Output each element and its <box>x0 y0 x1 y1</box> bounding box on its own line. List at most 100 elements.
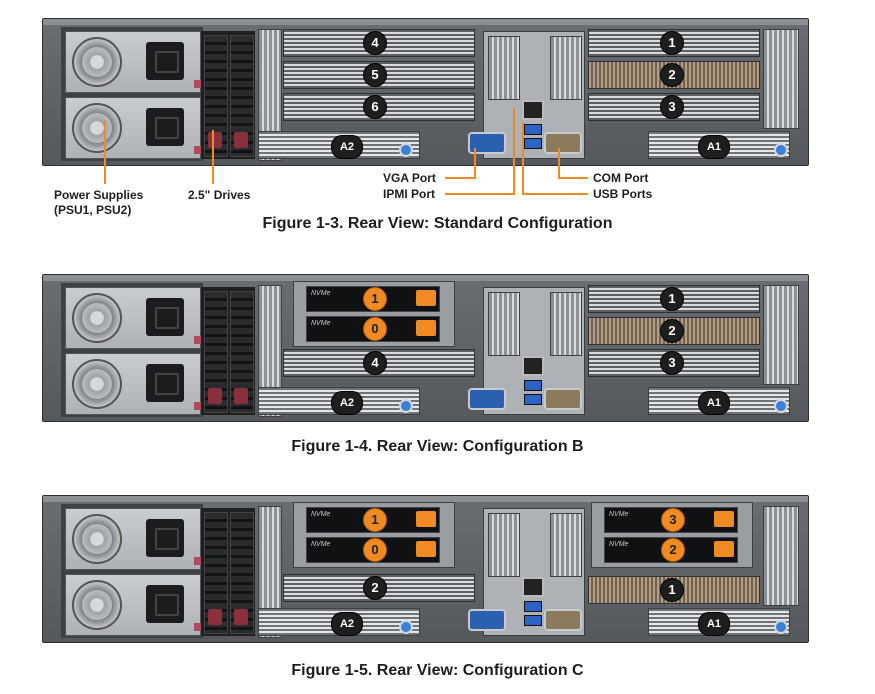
slot-badge: 2 <box>660 319 684 343</box>
nvme-badge: 0 <box>363 317 387 341</box>
slot-badge: 4 <box>363 31 387 55</box>
nvme-badge: 2 <box>661 538 685 562</box>
psu-bay <box>61 283 206 417</box>
slot-badge: 1 <box>660 578 684 602</box>
psu-1 <box>65 31 206 93</box>
figure-caption: Figure 1-5. Rear View: Configuration C <box>291 662 584 679</box>
drive-bay <box>230 512 254 634</box>
ipmi-port <box>522 577 544 597</box>
fan-icon <box>72 293 122 343</box>
psu-1 <box>65 287 206 349</box>
callout-drives: 2.5" Drives <box>188 188 251 202</box>
thumb-screw-icon <box>774 399 788 413</box>
callout-vga-port: VGA Port <box>383 171 436 185</box>
slot-badge: 2 <box>660 63 684 87</box>
com-port <box>544 388 582 410</box>
vent-grill <box>258 285 282 417</box>
thumb-screw-icon <box>399 143 413 157</box>
vga-port <box>468 132 506 154</box>
vent-grill <box>763 29 799 129</box>
nvme-cage-left: NVMe NVMe 1 0 <box>293 502 455 568</box>
slot-badge: 1 <box>660 287 684 311</box>
slot-badge: 2 <box>363 576 387 600</box>
ipmi-port <box>522 356 544 376</box>
thumb-screw-icon <box>399 620 413 634</box>
fan-icon <box>72 103 122 153</box>
slot-badge: A2 <box>331 391 363 415</box>
slot-badge: 5 <box>363 63 387 87</box>
thumb-screw-icon <box>774 620 788 634</box>
psu-bay <box>61 504 206 638</box>
com-port <box>544 132 582 154</box>
slot-badge: 1 <box>660 31 684 55</box>
vent-grill <box>258 506 282 638</box>
drive-bay <box>204 291 228 413</box>
psu-1 <box>65 508 206 570</box>
slot-badge: 6 <box>363 95 387 119</box>
usb-port <box>524 138 542 149</box>
nvme-cage: NVMe NVMe 1 0 <box>293 281 455 347</box>
vga-port <box>468 388 506 410</box>
power-socket <box>146 108 184 146</box>
callout-power-supplies: Power Supplies <box>54 188 144 202</box>
slot-badge: 4 <box>363 351 387 375</box>
chassis-config-c: NVMe NVMe 1 0 2 A2 NVMe NVMe 3 2 <box>42 495 809 643</box>
slot-badge: A1 <box>698 612 730 636</box>
usb-port <box>524 615 542 626</box>
usb-port <box>524 380 542 391</box>
vent-grill <box>763 285 799 385</box>
slot-badge: A1 <box>698 391 730 415</box>
fan-icon <box>72 359 122 409</box>
power-socket <box>146 585 184 623</box>
slot-badge: 3 <box>660 351 684 375</box>
psu-2 <box>65 97 206 159</box>
drive-bays <box>201 31 255 159</box>
psu-2 <box>65 353 206 415</box>
nvme-badge: 1 <box>363 508 387 532</box>
figure-config-b: NVMe NVMe 1 0 4 A2 1 2 3 A1 Figure <box>42 274 809 455</box>
drive-bay <box>204 35 228 157</box>
callout-psu-ids: (PSU1, PSU2) <box>54 203 132 217</box>
figure-standard: 4 5 6 A2 1 2 3 A1 Power Supplies <box>0 0 875 240</box>
figure-caption: Figure 1-4. Rear View: Configuration B <box>291 438 584 455</box>
nvme-badge: 1 <box>363 287 387 311</box>
usb-port <box>524 394 542 405</box>
nvme-badge: 3 <box>661 508 685 532</box>
usb-port <box>524 124 542 135</box>
psu-2 <box>65 574 206 636</box>
thumb-screw-icon <box>774 143 788 157</box>
usb-port <box>524 601 542 612</box>
io-panel <box>468 31 585 159</box>
power-socket <box>146 298 184 336</box>
callout-ipmi-port: IPMI Port <box>383 187 436 201</box>
slot-badge: A1 <box>698 135 730 159</box>
vent-grill <box>763 506 799 606</box>
drive-bays <box>201 287 255 415</box>
power-socket <box>146 364 184 402</box>
drive-bay <box>230 291 254 413</box>
thumb-screw-icon <box>399 399 413 413</box>
drive-bays <box>201 508 255 636</box>
nvme-badge: 0 <box>363 538 387 562</box>
slot-badge: A2 <box>331 135 363 159</box>
fan-icon <box>72 580 122 630</box>
io-panel <box>468 508 585 636</box>
vga-port <box>468 609 506 631</box>
drive-bay <box>204 512 228 634</box>
chassis-config-b: NVMe NVMe 1 0 4 A2 1 2 3 A1 <box>42 274 809 422</box>
chassis-standard: 4 5 6 A2 1 2 3 A1 <box>42 18 809 166</box>
power-socket <box>146 42 184 80</box>
io-panel <box>468 287 585 415</box>
power-socket <box>146 519 184 557</box>
drive-bay <box>230 35 254 157</box>
com-port <box>544 609 582 631</box>
ipmi-port <box>522 100 544 120</box>
callout-com-port: COM Port <box>593 171 649 185</box>
fan-icon <box>72 37 122 87</box>
fan-icon <box>72 514 122 564</box>
vent-grill <box>258 29 282 161</box>
figure-caption: Figure 1-3. Rear View: Standard Configur… <box>262 215 613 232</box>
slot-badge: 3 <box>660 95 684 119</box>
callout-usb-ports: USB Ports <box>593 187 653 201</box>
